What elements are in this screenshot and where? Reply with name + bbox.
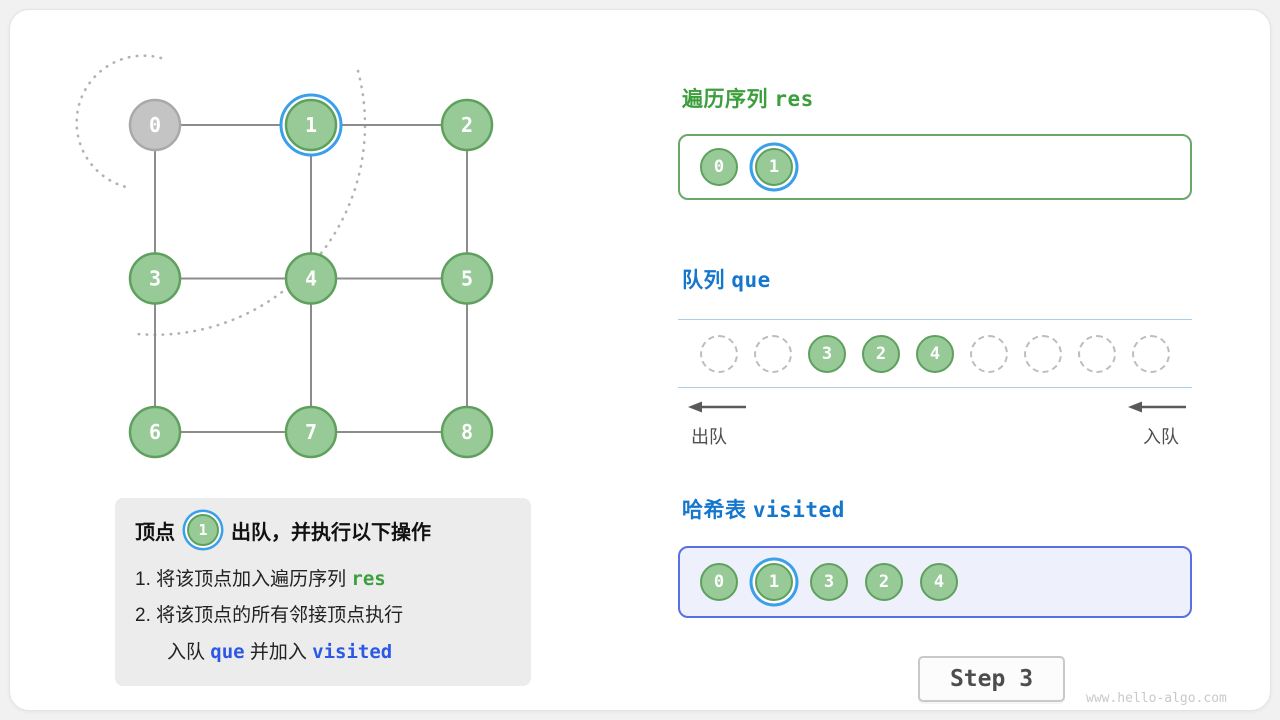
graph-diagram: 0 1 2 3 4 5 6 7 8 — [75, 54, 494, 459]
node-chip-3: 3 — [810, 563, 848, 601]
graph-node-3: 3 — [128, 252, 182, 305]
node-chip-1: 1 — [755, 148, 793, 186]
res-title-zh: 遍历序列 — [682, 88, 768, 111]
step1-code-res: res — [351, 568, 386, 590]
enqueue-arrow-icon — [1128, 401, 1186, 413]
visited-title-code: visited — [752, 498, 845, 522]
node-chip-current: 1 — [187, 514, 219, 546]
queue-empty-cell — [700, 334, 738, 373]
graph-node-0: 0 — [128, 98, 182, 152]
step2b-mid: 并加入 — [244, 642, 313, 663]
queue-title-code: que — [731, 268, 771, 292]
node-chip-0: 0 — [700, 563, 738, 601]
graph-node-label: 5 — [461, 267, 473, 291]
graph-node-label: 7 — [305, 420, 317, 444]
bfs-wave-arc-inner — [75, 54, 163, 189]
info-title-suffix: 出队，并执行以下操作 — [231, 521, 431, 544]
info-step-2: 2. 将该顶点的所有邻接顶点执行 — [135, 598, 511, 634]
res-title-code: res — [774, 87, 814, 111]
graph-node-4: 4 — [284, 252, 338, 305]
info-title: 顶点 1 出队，并执行以下操作 — [135, 514, 511, 546]
step-indicator: Step 3 — [918, 656, 1065, 702]
graph-node-label: 1 — [305, 113, 317, 137]
node-chip-2: 2 — [862, 334, 900, 373]
dequeue-label: 出队 — [691, 427, 727, 447]
info-step-2b: 入队 que 并加入 visited — [135, 634, 511, 671]
step2b-code-visited: visited — [312, 641, 393, 663]
graph-node-8: 8 — [440, 405, 494, 459]
node-chip-4: 4 — [916, 334, 954, 373]
graph-node-label: 3 — [149, 267, 161, 291]
step1-text: 1. 将该顶点加入遍历序列 — [135, 569, 352, 590]
step2-text: 2. 将该顶点的所有邻接顶点执行 — [135, 605, 404, 626]
graph-node-2: 2 — [440, 98, 494, 152]
queue-empty-cell — [754, 334, 792, 373]
node-chip-4: 4 — [920, 563, 958, 601]
watermark: www.hello-algo.com — [1086, 691, 1227, 706]
node-chip-1: 1 — [755, 563, 793, 601]
visited-section-title: 哈希表 visited — [682, 494, 845, 524]
queue-empty-cell — [1024, 334, 1062, 373]
res-section-title: 遍历序列 res — [682, 83, 814, 113]
visited-title-zh: 哈希表 — [682, 499, 747, 522]
graph-node-7: 7 — [284, 405, 338, 459]
info-title-prefix: 顶点 — [135, 521, 175, 544]
graph-node-1: 1 — [279, 93, 343, 157]
dequeue-arrow-icon — [688, 401, 746, 413]
info-steps: 1. 将该顶点加入遍历序列 res 2. 将该顶点的所有邻接顶点执行 入队 qu… — [135, 561, 511, 671]
graph-node-label: 2 — [461, 113, 473, 137]
step2b-pre: 入队 — [167, 642, 211, 663]
node-chip-3: 3 — [808, 334, 846, 373]
graph-node-label: 6 — [149, 420, 161, 444]
graph-node-label: 0 — [149, 113, 161, 137]
enqueue-label: 入队 — [1143, 427, 1179, 447]
info-step-1: 1. 将该顶点加入遍历序列 res — [135, 561, 511, 598]
step2b-code-que: que — [210, 641, 245, 663]
node-chip-2: 2 — [865, 563, 903, 601]
graph-node-6: 6 — [128, 405, 182, 459]
queue-empty-cell — [970, 334, 1008, 373]
info-box: 顶点 1 出队，并执行以下操作 1. 将该顶点加入遍历序列 res 2. 将该顶… — [115, 498, 531, 686]
queue-empty-cell — [1132, 334, 1170, 373]
graph-node-label: 8 — [461, 420, 473, 444]
queue-title-zh: 队列 — [682, 269, 725, 292]
queue-section-title: 队列 que — [682, 264, 771, 294]
queue-empty-cell — [1078, 334, 1116, 373]
graph-node-5: 5 — [440, 252, 494, 305]
graph-node-label: 4 — [305, 267, 317, 291]
node-chip-0: 0 — [700, 148, 738, 186]
